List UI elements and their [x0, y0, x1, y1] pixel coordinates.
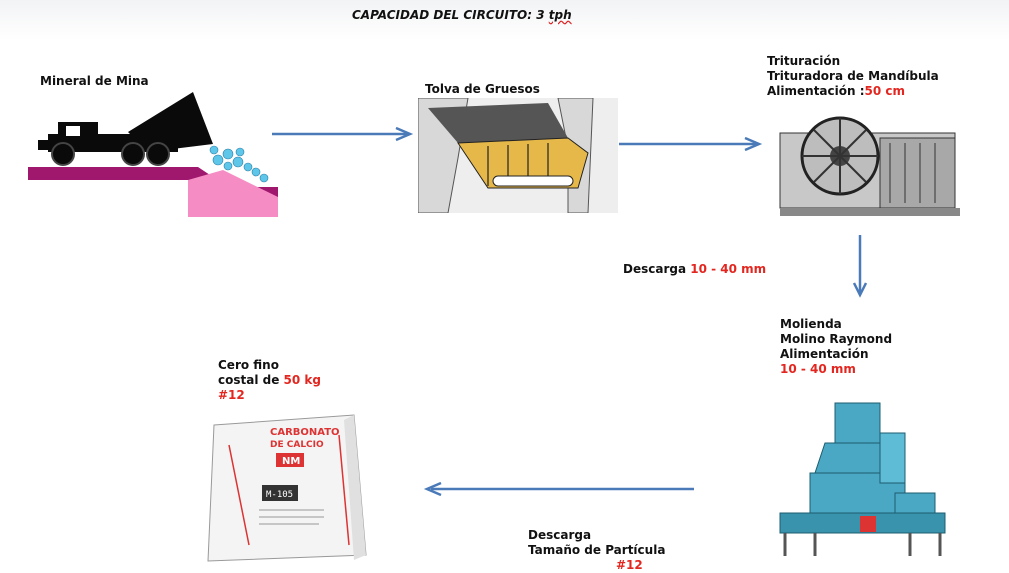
title-unit: tph [548, 8, 572, 22]
bag-code: M-105 [266, 490, 293, 500]
coarse-hopper-image [418, 98, 618, 213]
crusher-line2: Trituradora de Mandíbula [767, 69, 939, 83]
product-bag-image: CARBONATO DE CALCIO NM M-105 [204, 405, 372, 565]
diagram-title: CAPACIDAD DEL CIRCUITO: 3 tph [352, 8, 572, 22]
mill-line2: Molino Raymond [780, 332, 893, 346]
mill-label: Molienda Molino Raymond Alimentación 10 … [780, 317, 892, 377]
product-line1: Cero fino [218, 358, 279, 372]
hopper-label: Tolva de Gruesos [425, 82, 540, 96]
crusher-label: Trituración Trituradora de Mandíbula Ali… [767, 54, 939, 99]
arrow-crusher-to-mill [852, 233, 868, 301]
crusher-discharge-value: 10 - 40 mm [690, 262, 767, 276]
crusher-discharge-label: Descarga 10 - 40 mm [623, 262, 766, 277]
crusher-line3: Alimentación :50 cm [767, 84, 939, 99]
mill-discharge-line1: Descarga [528, 528, 592, 542]
crusher-feed-label: Alimentación : [767, 84, 865, 98]
mill-line3: Alimentación [780, 347, 869, 361]
arrow-mine-to-hopper [268, 126, 418, 142]
mill-feed-value: 10 - 40 mm [780, 362, 856, 376]
arrow-mill-to-product [421, 481, 696, 497]
product-line2: costal de 50 kg [218, 373, 321, 388]
crusher-line1: Trituración [767, 54, 841, 68]
bag-title-line2: DE CALCIO [270, 440, 324, 450]
title-text: CAPACIDAD DEL CIRCUITO: 3 [352, 8, 549, 22]
raymond-mill-image [775, 398, 955, 563]
mine-label: Mineral de Mina [40, 74, 149, 88]
crusher-discharge-text: Descarga [623, 262, 691, 276]
bag-title-line1: CARBONATO [270, 427, 340, 438]
arrow-hopper-to-crusher [617, 136, 767, 152]
mill-line1: Molienda [780, 317, 842, 331]
header-band [0, 0, 1009, 40]
product-size: #12 [218, 388, 245, 402]
crusher-feed-value: 50 cm [864, 84, 906, 98]
product-bag-text: costal de [218, 373, 284, 387]
product-bag-weight: 50 kg [283, 373, 321, 387]
mill-discharge-line2: Tamaño de Partícula [528, 543, 666, 557]
bag-logo: NM [282, 456, 300, 467]
product-label: Cero fino costal de 50 kg #12 [218, 358, 321, 403]
mill-discharge-label: Descarga Tamaño de Partícula #12 [528, 528, 665, 573]
dump-truck-image [28, 92, 278, 217]
mill-discharge-size: #12 [616, 558, 643, 572]
jaw-crusher-image [770, 108, 970, 220]
